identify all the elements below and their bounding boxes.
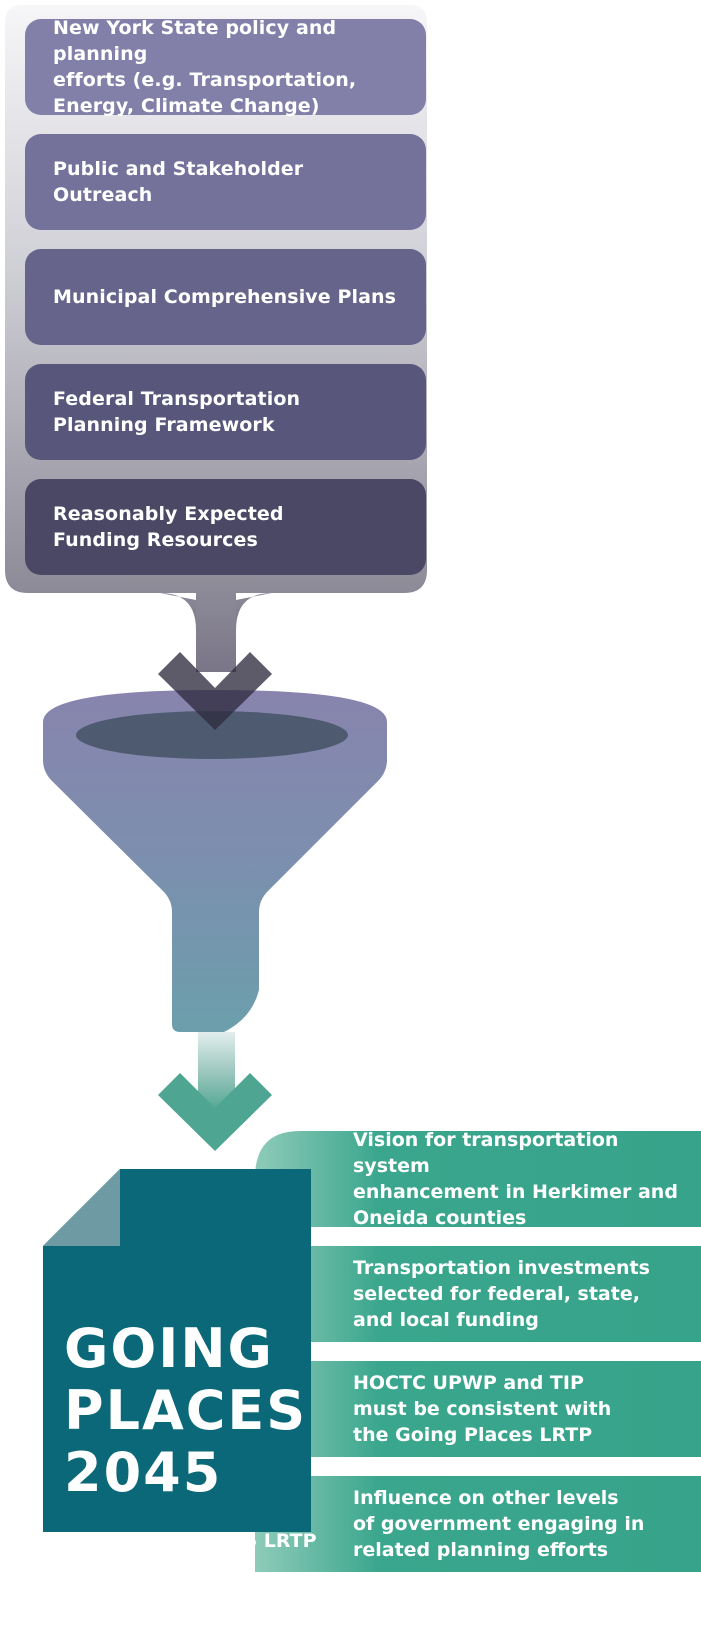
input-nys-policy-label: New York State policy and planning effor…	[53, 17, 357, 117]
output-influence: Influence on other levels of government …	[325, 1475, 701, 1573]
document-subtitle: HOCTC 2025-2045 LRTP	[64, 1530, 317, 1552]
output-upwp-tip: HOCTC UPWP and TIP must be consistent wi…	[325, 1360, 701, 1458]
output-upwp-tip-label: HOCTC UPWP and TIP must be consistent wi…	[353, 1372, 612, 1446]
output-vision: Vision for transportation system enhance…	[325, 1129, 701, 1229]
output-tab-1	[255, 1131, 701, 1227]
funnel-opening	[76, 711, 348, 759]
input-nys-policy: New York State policy and planning effor…	[25, 17, 426, 117]
input-federal-framework: Federal Transportation Planning Framewor…	[25, 364, 426, 460]
document-title: GOING PLACES 2045	[64, 1317, 308, 1504]
output-influence-label: Influence on other levels of government …	[353, 1487, 645, 1561]
input-municipal-plans-label: Municipal Comprehensive Plans	[53, 286, 397, 308]
funnel	[43, 690, 387, 1032]
output-vision-label: Vision for transportation system enhance…	[353, 1129, 678, 1229]
document-page	[43, 1169, 311, 1532]
output-tab-2	[255, 1246, 701, 1342]
input-funding-resources: Reasonably Expected Funding Resources	[25, 479, 426, 575]
down-arrow-upper	[158, 652, 272, 730]
output-tab-3	[255, 1361, 701, 1457]
output-investments-label: Transportation investments selected for …	[353, 1257, 650, 1331]
document-fold	[43, 1169, 120, 1246]
output-investments: Transportation investments selected for …	[325, 1245, 701, 1343]
input-federal-framework-label: Federal Transportation Planning Framewor…	[53, 388, 301, 436]
down-arrow-lower-shaft	[198, 1032, 235, 1112]
input-municipal-plans: Municipal Comprehensive Plans	[25, 249, 426, 345]
input-outreach: Public and Stakeholder Outreach	[25, 134, 426, 230]
input-funding-resources-label: Reasonably Expected Funding Resources	[53, 503, 284, 551]
input-outreach-label: Public and Stakeholder Outreach	[53, 158, 304, 206]
down-arrow-lower-head	[158, 1073, 272, 1151]
output-tab-4	[255, 1476, 701, 1572]
container-stem	[196, 590, 236, 672]
